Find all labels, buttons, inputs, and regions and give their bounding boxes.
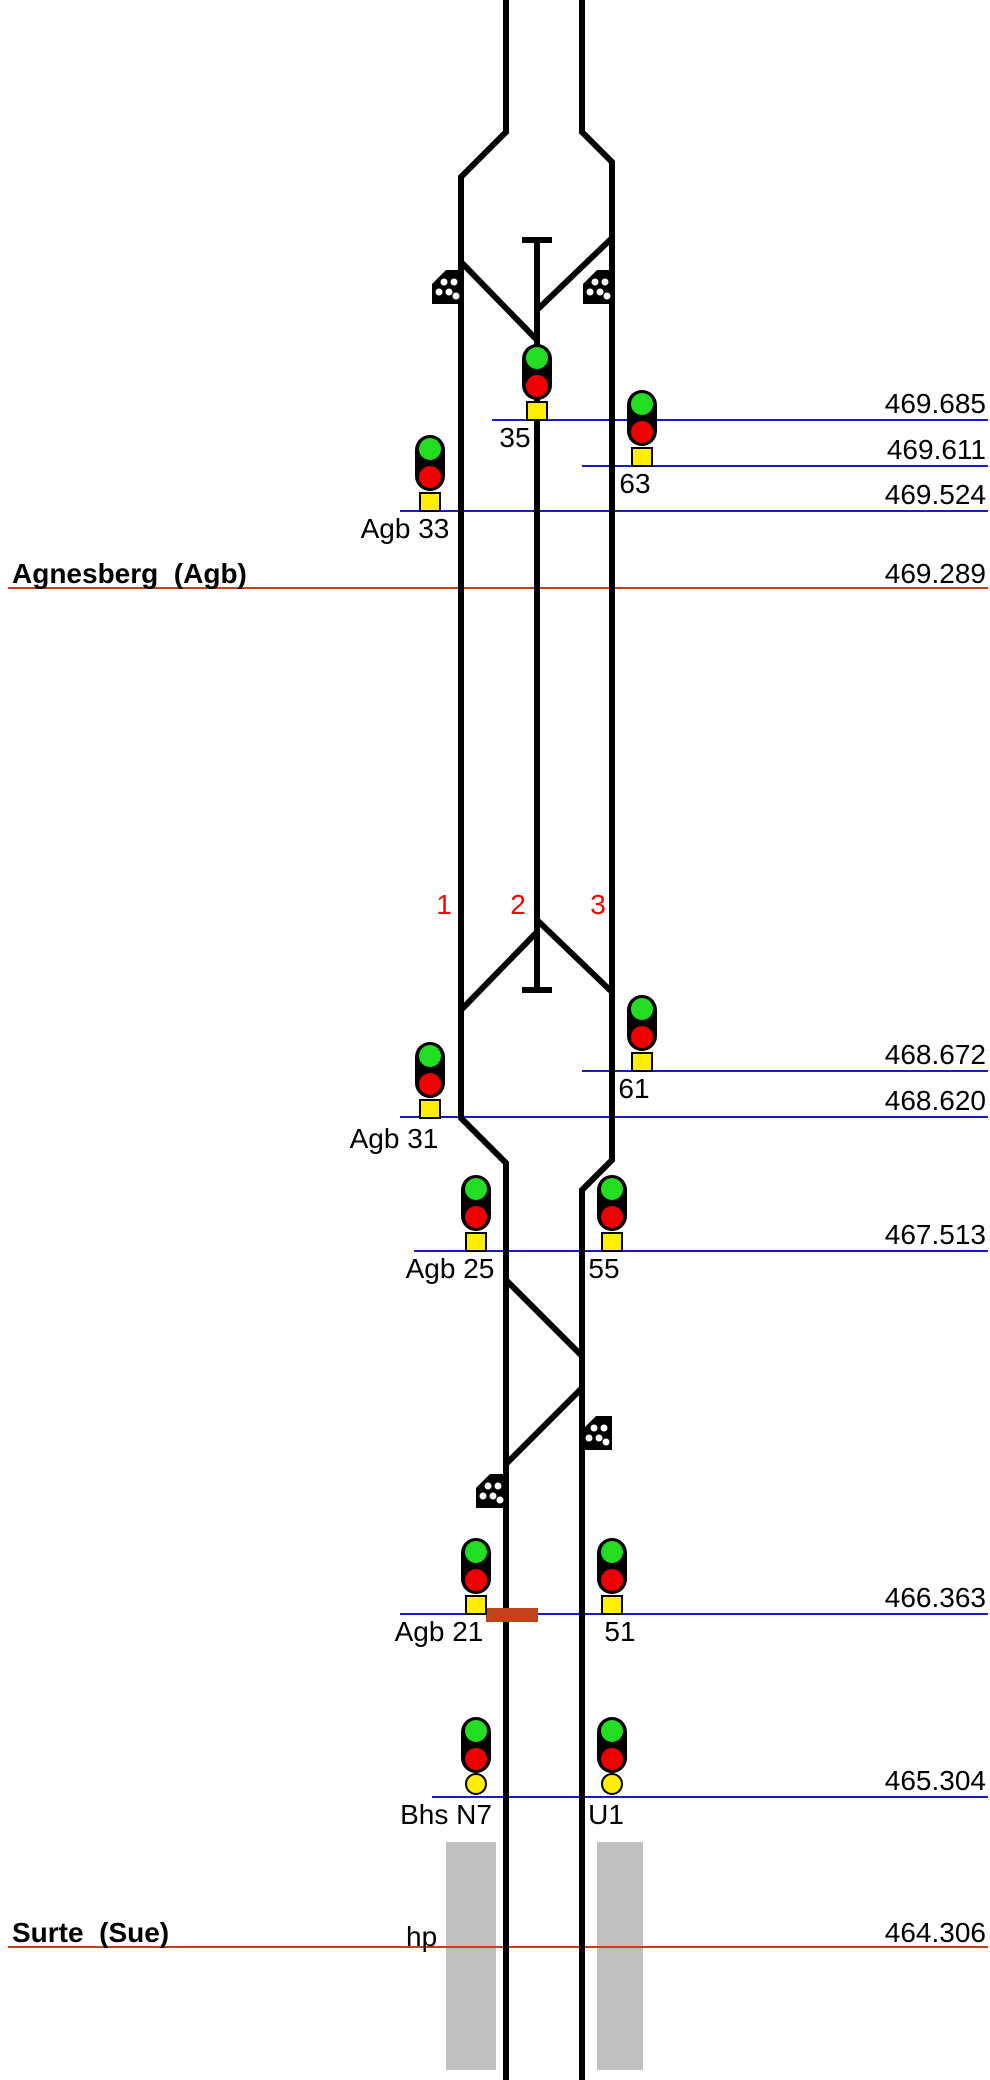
signal-bhs-n7 bbox=[461, 1717, 491, 1795]
crossover-upper bbox=[503, 1277, 585, 1359]
signal-35 bbox=[522, 344, 552, 421]
signal-63 bbox=[627, 390, 657, 467]
station-lines bbox=[8, 587, 988, 1948]
dwarf-signal-icon bbox=[582, 1416, 612, 1450]
signal-label-agb-33: Agb 33 bbox=[361, 513, 450, 544]
dwarf-signals bbox=[432, 270, 613, 1508]
tracks bbox=[458, 0, 615, 2080]
km-label: 468.620 bbox=[885, 1085, 986, 1116]
signal-agb-31 bbox=[415, 1042, 445, 1119]
main-signals bbox=[415, 344, 657, 1795]
track-label-2: 2 bbox=[510, 889, 526, 920]
station-name-surte: Surte (Sue) bbox=[12, 1917, 169, 1948]
track-label-3: 3 bbox=[590, 889, 606, 920]
signal-label-61: 61 bbox=[618, 1073, 649, 1104]
signal-51 bbox=[597, 1538, 627, 1615]
signal-label-35: 35 bbox=[499, 422, 530, 453]
signal-61 bbox=[627, 995, 657, 1072]
km-label: 469.524 bbox=[885, 479, 986, 510]
platform-left bbox=[446, 1842, 496, 2070]
signal-label-agb-31: Agb 31 bbox=[350, 1123, 439, 1154]
km-label: 469.685 bbox=[885, 388, 986, 419]
km-label: 469.611 bbox=[887, 434, 986, 465]
km-label: 467.513 bbox=[885, 1219, 986, 1250]
signal-55 bbox=[597, 1175, 627, 1252]
switch-bottom-left bbox=[458, 929, 540, 1013]
km-label: 466.363 bbox=[885, 1582, 986, 1613]
signal-label-51: 51 bbox=[604, 1616, 635, 1647]
platform-label: hp bbox=[406, 1921, 437, 1952]
signal-label-55: 55 bbox=[588, 1253, 619, 1284]
signal-label-u1: U1 bbox=[588, 1799, 624, 1830]
dwarf-signal-icon bbox=[476, 1474, 506, 1508]
signal-label-63: 63 bbox=[619, 468, 650, 499]
km-label: 468.672 bbox=[885, 1039, 986, 1070]
track-left-main bbox=[458, 0, 509, 2080]
signal-label-agb-21: Agb 21 bbox=[395, 1616, 484, 1647]
dwarf-signal-icon bbox=[432, 270, 462, 304]
track-right-main bbox=[579, 0, 615, 2080]
signal-agb-33 bbox=[415, 435, 445, 512]
signal-agb-21 bbox=[461, 1538, 491, 1615]
signal-u1 bbox=[597, 1717, 627, 1795]
signal-agb-25 bbox=[461, 1175, 491, 1252]
switch-top-right bbox=[534, 235, 615, 313]
station-km-agnesberg: 469.289 bbox=[885, 558, 986, 589]
station-km-surte: 464.306 bbox=[885, 1917, 986, 1948]
level-crossing bbox=[486, 1608, 538, 1622]
platform-right bbox=[597, 1842, 643, 2070]
km-label: 465.304 bbox=[885, 1765, 986, 1796]
station-name-agnesberg: Agnesberg (Agb) bbox=[12, 558, 247, 589]
switch-top-left bbox=[458, 259, 540, 343]
switch-bottom-right bbox=[534, 917, 615, 995]
signal-label-agb-25: Agb 25 bbox=[406, 1253, 495, 1284]
dwarf-signal-icon bbox=[583, 270, 613, 304]
signal-label-bhs-n7: Bhs N7 bbox=[400, 1799, 492, 1830]
track-label-1: 1 bbox=[436, 889, 452, 920]
crossover-lower bbox=[503, 1385, 585, 1467]
